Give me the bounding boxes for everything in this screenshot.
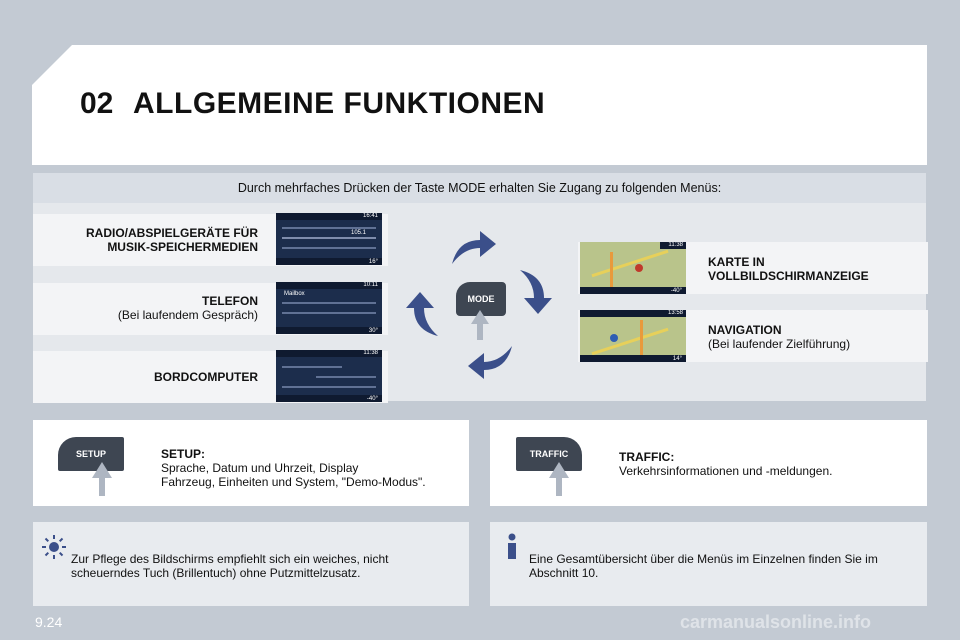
sun-icon xyxy=(42,535,66,559)
press-arrow-icon xyxy=(471,310,489,340)
mode-radio-title-1: RADIO/ABSPIELGERÄTE FÜR xyxy=(85,226,258,240)
mode-button[interactable]: MODE xyxy=(456,282,506,316)
fullscreen-map-thumbnail: 11:38 -40° xyxy=(580,242,686,294)
page-title: ALLGEMEINE FUNKTIONEN xyxy=(133,87,546,120)
info-note: Eine Gesamtübersicht über die Menüs im E… xyxy=(490,522,927,606)
thumb-nav-temp: 14° xyxy=(672,356,682,362)
traffic-title: TRAFFIC: xyxy=(619,450,675,464)
thumb-nav-clock: 13:58 xyxy=(667,310,683,316)
thumb-radio-temp: 16° xyxy=(368,259,378,265)
arrow-top-icon xyxy=(452,231,496,264)
thumb-phone-item: Mailbox xyxy=(284,291,305,297)
chapter-number: 02 xyxy=(80,87,114,120)
thumb-phone-clock: 10:11 xyxy=(363,282,378,288)
mode-karte-title-2: VOLLBILDSCHIRMANZEIGE xyxy=(708,269,869,283)
info-note-line-2: Abschnitt 10. xyxy=(529,566,599,580)
phone-screen-thumbnail: 10:11 Mailbox 30° xyxy=(276,282,382,334)
thumb-map-clock: 11:38 xyxy=(668,242,683,248)
thumb-trip-clock: 11:38 xyxy=(363,350,378,356)
setup-button[interactable]: SETUP xyxy=(58,437,124,471)
mode-telefon-title: TELEFON xyxy=(202,294,258,308)
setup-button-label: SETUP xyxy=(75,449,106,459)
setup-line-2: Fahrzeug, Einheiten und System, "Demo-Mo… xyxy=(161,475,426,489)
care-note-line-1: Zur Pflege des Bildschirms empfiehlt sic… xyxy=(71,552,389,566)
watermark: carmanualsonline.info xyxy=(680,612,872,632)
mode-bordcomputer-title: BORDCOMPUTER xyxy=(154,370,258,384)
mode-navigation-title: NAVIGATION xyxy=(708,323,782,337)
traffic-description: TRAFFIC: Verkehrsinformationen und -meld… xyxy=(619,450,919,478)
trip-computer-screen-thumbnail: 11:38 -40° xyxy=(276,350,382,402)
setup-press-arrow-icon xyxy=(92,462,112,496)
mode-telefon-subtitle: (Bei laufendem Gespräch) xyxy=(117,308,258,322)
thumb-radio-clock: 16:41 xyxy=(362,213,378,219)
thumb-phone-temp: 30° xyxy=(368,328,378,334)
mode-radio-title-2: MUSIK-SPEICHERMEDIEN xyxy=(107,240,258,254)
header-panel xyxy=(32,45,927,165)
care-note: Zur Pflege des Bildschirms empfiehlt sic… xyxy=(33,522,469,606)
care-note-line-2: scheuerndes Tuch (Brillentuch) ohne Putz… xyxy=(71,566,361,580)
arrow-bottom-icon xyxy=(468,346,512,379)
info-note-line-1: Eine Gesamtübersicht über die Menüs im E… xyxy=(529,552,878,566)
mode-karte-title-1: KARTE IN xyxy=(708,255,765,269)
radio-screen-thumbnail: 16:41 105.1 16° xyxy=(276,213,382,265)
mode-button-label: MODE xyxy=(467,294,495,304)
traffic-button-label: TRAFFIC xyxy=(529,449,569,459)
setup-title: SETUP: xyxy=(161,447,206,461)
page-number: 9.24 xyxy=(35,614,63,630)
arrow-right-icon xyxy=(520,270,552,314)
traffic-button[interactable]: TRAFFIC xyxy=(516,437,582,471)
thumb-radio-freq: 105.1 xyxy=(350,230,366,236)
traffic-press-arrow-icon xyxy=(549,462,569,496)
thumb-map-temp: -40° xyxy=(670,288,682,294)
setup-line-1: Sprache, Datum und Uhrzeit, Display xyxy=(161,461,359,475)
traffic-line-1: Verkehrsinformationen und -meldungen. xyxy=(619,464,833,478)
info-icon xyxy=(508,533,516,559)
thumb-trip-temp: -40° xyxy=(366,396,378,402)
navigation-map-thumbnail: 13:58 14° xyxy=(580,310,686,362)
mode-navigation-subtitle: (Bei laufender Zielführung) xyxy=(708,337,851,351)
setup-description: SETUP: Sprache, Datum und Uhrzeit, Displ… xyxy=(161,447,461,489)
arrow-left-icon xyxy=(406,292,438,336)
intro-text: Durch mehrfaches Drücken der Taste MODE … xyxy=(33,173,926,203)
